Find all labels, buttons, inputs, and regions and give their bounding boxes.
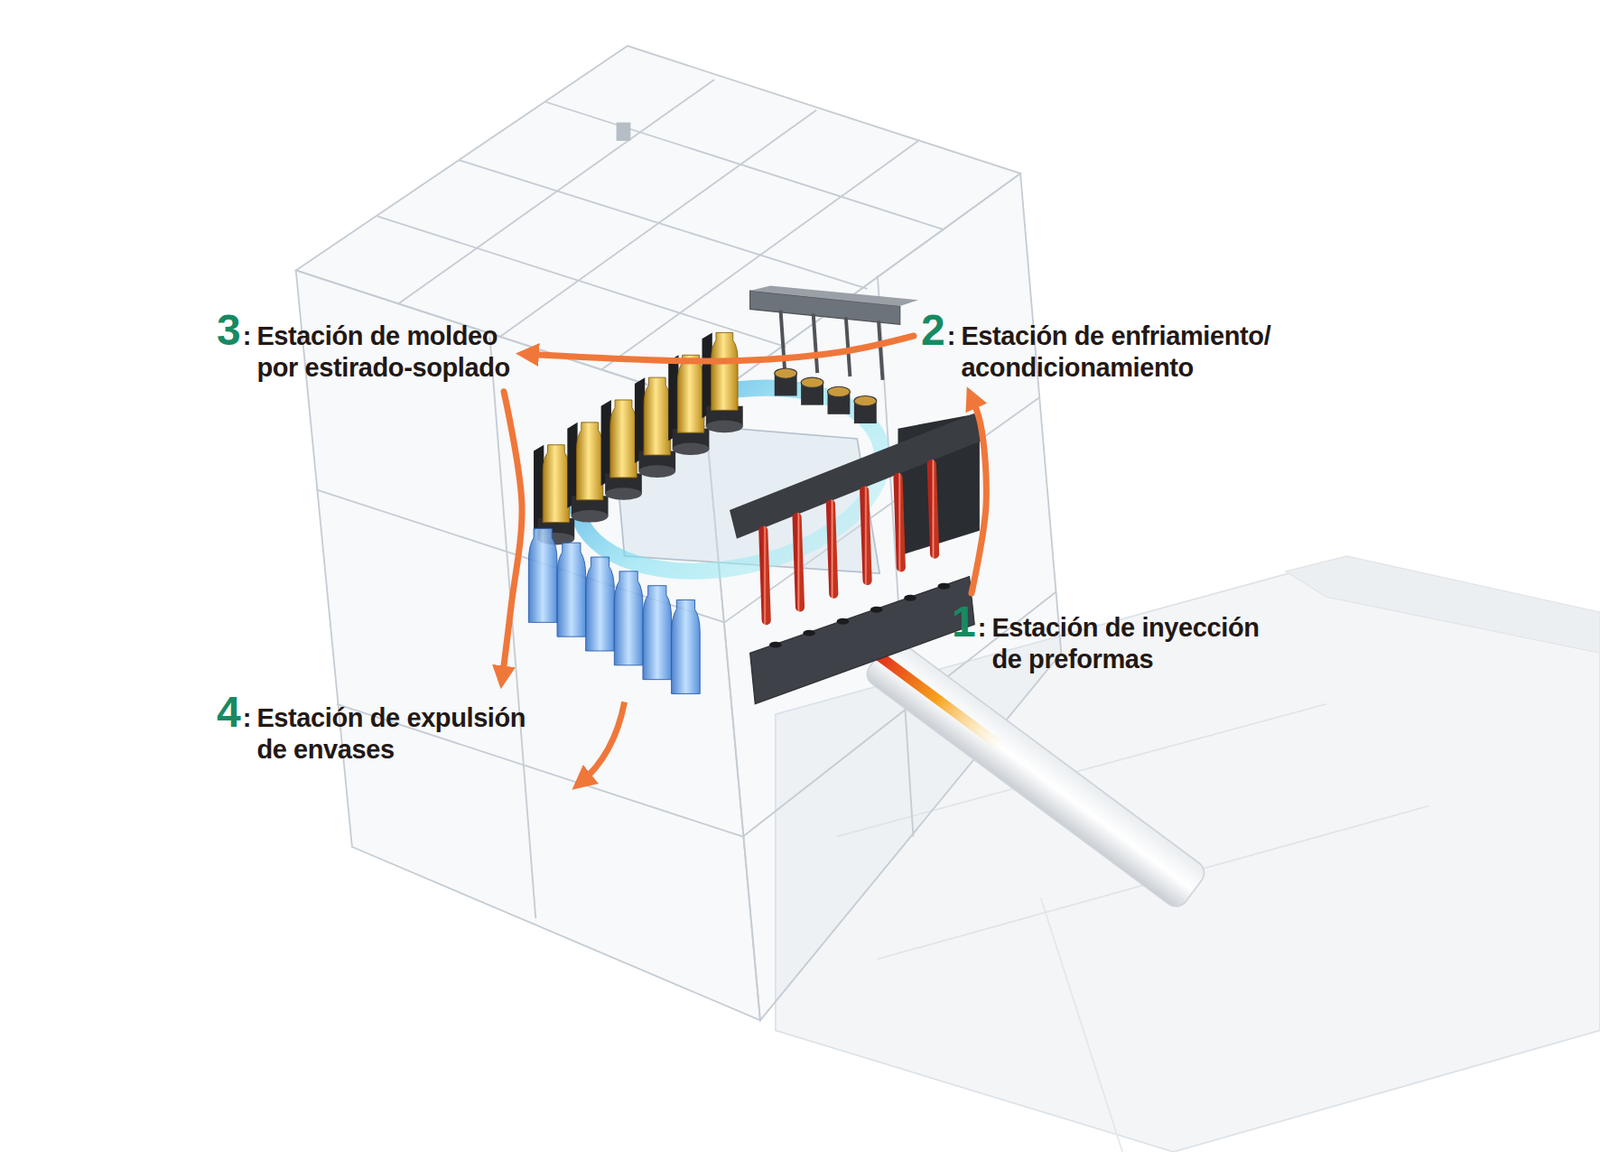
mold-half	[533, 445, 544, 531]
machine-frame	[704, 173, 1062, 1021]
ejected-bottle	[557, 542, 587, 637]
conditioning-pot	[774, 368, 798, 379]
mold-half	[668, 354, 679, 441]
machine-frame	[602, 140, 919, 370]
station-label: 1:Estación de inyección de preformas	[951, 600, 1264, 677]
mold-half	[634, 377, 645, 464]
machine-frame	[489, 336, 536, 919]
blown-bottle	[610, 400, 637, 478]
injection-mold-plate	[750, 576, 976, 705]
machine-frame	[616, 122, 632, 141]
mold-hole	[903, 595, 917, 602]
cooling-rod	[878, 320, 884, 381]
preform	[797, 517, 800, 607]
blown-bottle	[542, 445, 569, 523]
transfer-arrow	[524, 335, 914, 362]
preform	[897, 477, 901, 568]
machine-frame	[459, 159, 868, 289]
station-label: 4:Estación de expulsión de envases	[216, 690, 530, 767]
mold-hole	[870, 606, 884, 614]
injection-barrel	[868, 646, 1006, 753]
preform	[864, 491, 867, 581]
blown-bottle	[643, 377, 670, 456]
mold-hole	[769, 641, 782, 649]
mold-half	[601, 400, 612, 486]
mold-base	[638, 465, 676, 478]
mold-base	[571, 510, 609, 523]
mold-base	[706, 420, 744, 434]
ejected-bottle	[528, 528, 558, 623]
transfer-arrow	[970, 395, 987, 594]
callout-number: 2	[920, 308, 946, 353]
illustration-group	[296, 46, 1600, 1152]
conditioning-pot	[800, 377, 824, 388]
station-label: 2:Estación de enfriamiento/ acondicionam…	[920, 308, 1275, 385]
machine-frame	[877, 275, 914, 838]
callout-number: 3	[216, 308, 242, 353]
callout-number: 1	[951, 600, 977, 644]
callout-number: 4	[216, 690, 242, 735]
cooling-rod	[813, 314, 819, 374]
machine-frame	[296, 46, 1062, 1021]
ejected-bottle	[642, 586, 672, 680]
blown-bottle	[576, 422, 604, 501]
machine-base	[775, 571, 1600, 1152]
mold-hole	[938, 583, 951, 590]
conditioning-station	[750, 285, 919, 307]
station-name: Estación de moldeo por estirado-soplado	[256, 320, 514, 385]
separator: :	[242, 320, 252, 353]
cooling-rod	[846, 316, 851, 377]
machine-base	[1041, 897, 1123, 1152]
preform	[762, 530, 766, 621]
injection-barrel	[862, 635, 1210, 912]
blow-mold-station	[533, 332, 744, 545]
ejected-bottle	[671, 599, 701, 694]
mold-half	[567, 422, 577, 509]
ejected-bottle	[613, 571, 643, 666]
station-name: Estación de expulsión de envases	[256, 702, 530, 767]
separator: :	[977, 612, 987, 644]
preform	[931, 464, 935, 554]
transfer-arrow	[502, 391, 522, 680]
conditioning-pot	[854, 395, 877, 406]
mold-hole	[837, 618, 850, 625]
blown-bottle	[711, 332, 738, 410]
machine-base	[1285, 556, 1600, 653]
machine-frame	[398, 79, 715, 305]
mold-base	[672, 442, 710, 456]
separator: :	[242, 702, 252, 735]
mold-base	[604, 487, 642, 501]
blown-bottle	[677, 354, 704, 433]
mold-hole	[802, 630, 816, 637]
conditioning-pot	[827, 386, 851, 397]
ejected-bottles	[528, 528, 700, 694]
station-name: Estación de enfriamiento/ acondicionamie…	[960, 320, 1275, 385]
outgoing-arrow	[579, 702, 625, 784]
ejected-bottle	[586, 557, 615, 652]
mold-half	[702, 332, 713, 419]
station-name: Estación de inyección de preformas	[991, 612, 1264, 677]
injection-mold-station	[729, 413, 982, 705]
machine-frame	[296, 269, 761, 1021]
station-label: 3:Estación de moldeo por estirado-soplad…	[216, 308, 514, 385]
outgoing-arrow	[579, 702, 625, 784]
separator: :	[947, 320, 957, 353]
preform	[830, 503, 834, 594]
injection-mold-station	[729, 413, 982, 540]
